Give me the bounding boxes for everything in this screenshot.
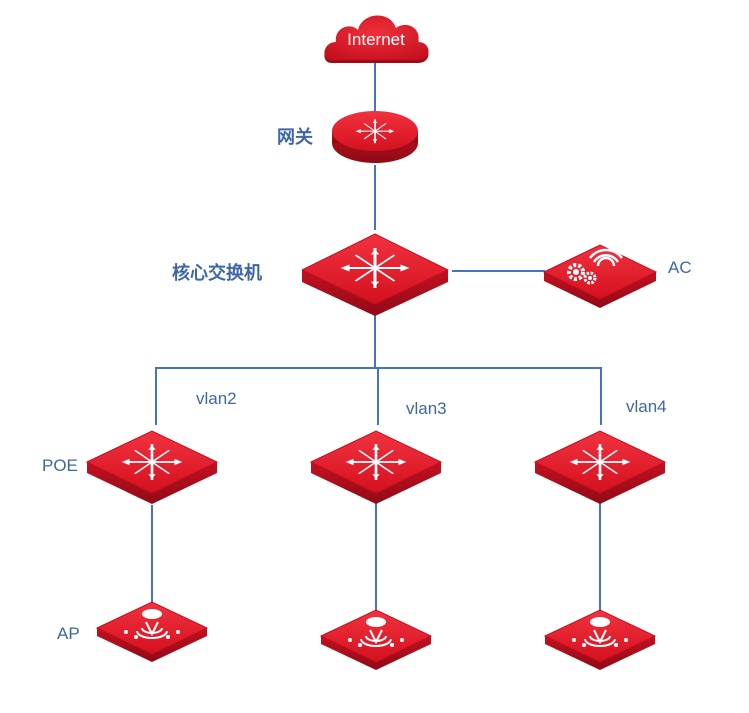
vlan4-label: vlan4 bbox=[626, 397, 667, 416]
poe-switch-node bbox=[85, 430, 219, 504]
gateway-node bbox=[332, 111, 418, 163]
core-switch-node bbox=[301, 233, 449, 316]
ap-node-1 bbox=[95, 601, 209, 662]
internet-label: Internet bbox=[347, 30, 405, 49]
ap-node-3 bbox=[543, 609, 657, 670]
switch-icon bbox=[301, 233, 449, 316]
core-switch-label: 核心交换机 bbox=[172, 262, 262, 284]
ap-label: AP bbox=[57, 624, 80, 643]
ac-controller-icon bbox=[542, 244, 658, 308]
cloud-icon bbox=[324, 15, 429, 63]
switch-icon bbox=[533, 430, 667, 504]
ap-node-2 bbox=[319, 609, 433, 670]
vlan2-label: vlan2 bbox=[196, 389, 237, 408]
ac-node bbox=[542, 244, 658, 308]
vlan4-switch-node bbox=[533, 430, 667, 504]
gateway-label: 网关 bbox=[277, 126, 313, 148]
access-point-icon bbox=[543, 609, 657, 670]
switch-icon bbox=[309, 430, 443, 504]
switch-icon bbox=[85, 430, 219, 504]
internet-node: Internet bbox=[324, 15, 429, 63]
access-point-icon bbox=[95, 601, 209, 662]
poe-label: POE bbox=[42, 456, 78, 475]
vlan3-switch-node bbox=[309, 430, 443, 504]
access-point-icon bbox=[319, 609, 433, 670]
ac-label: AC bbox=[668, 258, 692, 277]
router-icon bbox=[332, 111, 418, 163]
vlan3-label: vlan3 bbox=[406, 399, 447, 418]
links bbox=[151, 58, 602, 610]
